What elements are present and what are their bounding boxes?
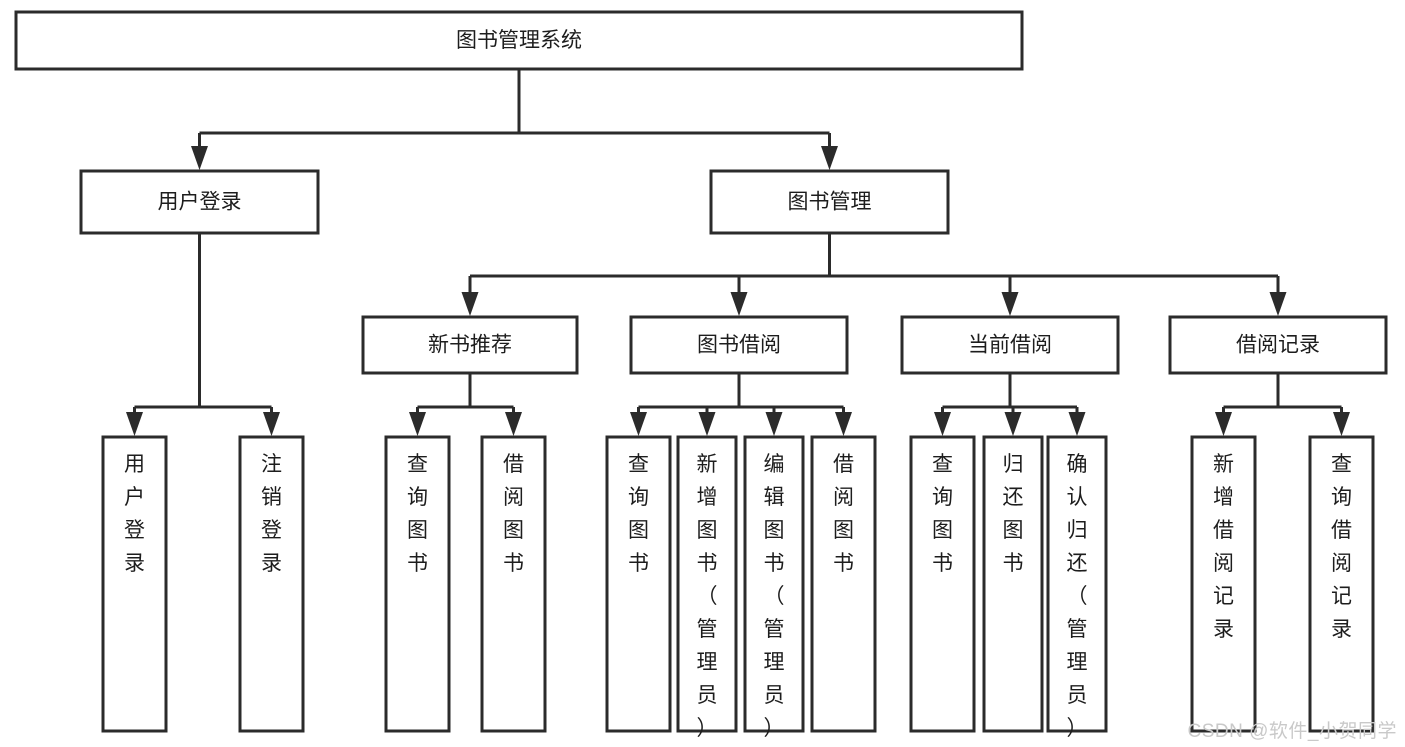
node-layer: 图书管理系统用户登录图书管理新书推荐图书借阅当前借阅借阅记录用户登录注销登录查询… [14, 10, 1388, 740]
node-box[interactable] [810, 435, 877, 733]
node-box[interactable] [982, 435, 1044, 733]
node-box[interactable] [900, 315, 1120, 375]
node-box[interactable] [676, 435, 738, 733]
node-box[interactable] [629, 315, 849, 375]
node-用户登录[interactable]: 用户登录 [79, 169, 320, 235]
arrow-head-查询图书 [934, 412, 951, 436]
node-查询图书[interactable]: 查询图书 [605, 435, 672, 733]
node-用户登录[interactable]: 用户登录 [101, 435, 168, 733]
arrow-head-查询图书 [409, 412, 426, 436]
node-label: 图书借阅 [697, 334, 781, 357]
arrow-head-当前借阅 [1001, 292, 1019, 316]
connector-group-用户登录 [126, 233, 280, 436]
node-label: 查询借阅记录 [1331, 453, 1352, 641]
node-box[interactable] [605, 435, 672, 733]
node-编辑图书管理员[interactable]: 编辑图书（管理员） [743, 435, 805, 740]
arrow-head-编辑图书管理员 [765, 412, 783, 436]
arrow-head-图书管理 [821, 146, 838, 170]
node-label: 借阅图书 [833, 453, 854, 575]
node-新书推荐[interactable]: 新书推荐 [361, 315, 579, 375]
node-label: 编辑图书（管理员） [764, 453, 785, 740]
node-label: 当前借阅 [968, 334, 1052, 357]
node-图书管理系统[interactable]: 图书管理系统 [14, 10, 1024, 71]
connector-group-图书管理系统 [191, 69, 838, 170]
node-label: 注销登录 [261, 453, 282, 575]
arrow-head-查询借阅记录 [1333, 412, 1350, 436]
node-借阅图书[interactable]: 借阅图书 [810, 435, 877, 733]
node-借阅记录[interactable]: 借阅记录 [1168, 315, 1388, 375]
node-box[interactable] [480, 435, 547, 733]
node-label: 归还图书 [1003, 453, 1024, 575]
node-label: 确认归还（管理员） [1067, 453, 1088, 740]
node-图书借阅[interactable]: 图书借阅 [629, 315, 849, 375]
arrow-head-用户登录 [191, 146, 208, 170]
node-label: 图书管理 [788, 191, 872, 214]
node-box[interactable] [1046, 435, 1108, 733]
node-box[interactable] [743, 435, 805, 733]
node-借阅图书[interactable]: 借阅图书 [480, 435, 547, 733]
node-label: 查询图书 [628, 453, 649, 575]
node-box[interactable] [709, 169, 950, 235]
node-box[interactable] [361, 315, 579, 375]
node-label: 用户登录 [124, 453, 145, 575]
arrow-head-确认归还管理员 [1068, 412, 1086, 436]
node-确认归还管理员[interactable]: 确认归还（管理员） [1046, 435, 1108, 740]
node-归还图书[interactable]: 归还图书 [982, 435, 1044, 733]
node-新增图书管理员[interactable]: 新增图书（管理员） [676, 435, 738, 740]
connector-group-借阅记录 [1215, 373, 1350, 436]
arrow-head-归还图书 [1004, 412, 1022, 436]
node-label: 查询图书 [932, 453, 953, 575]
node-label: 图书管理系统 [456, 29, 582, 52]
node-box[interactable] [384, 435, 451, 733]
connector-group-新书推荐 [409, 373, 522, 436]
node-label: 新增图书（管理员） [697, 453, 718, 740]
node-图书管理[interactable]: 图书管理 [709, 169, 950, 235]
arrow-head-借阅记录 [1269, 292, 1287, 316]
connector-group-当前借阅 [934, 373, 1086, 436]
arrow-head-新增图书管理员 [698, 412, 716, 436]
arrow-head-新增借阅记录 [1215, 412, 1232, 436]
node-label: 查询图书 [407, 453, 428, 575]
node-box[interactable] [14, 10, 1024, 71]
arrow-head-新书推荐 [461, 292, 479, 316]
node-box[interactable] [79, 169, 320, 235]
node-label: 用户登录 [158, 191, 242, 214]
connector-group-图书借阅 [630, 373, 852, 436]
arrow-head-注销登录 [263, 412, 280, 436]
arrow-head-借阅图书 [835, 412, 852, 436]
node-label: 借阅图书 [503, 453, 524, 575]
node-查询图书[interactable]: 查询图书 [909, 435, 976, 733]
node-box[interactable] [909, 435, 976, 733]
node-box[interactable] [1168, 315, 1388, 375]
arrow-head-查询图书 [630, 412, 647, 436]
node-label: 新书推荐 [428, 334, 512, 357]
node-box[interactable] [1308, 435, 1375, 733]
node-查询图书[interactable]: 查询图书 [384, 435, 451, 733]
connector-layer [126, 69, 1350, 436]
node-注销登录[interactable]: 注销登录 [238, 435, 305, 733]
node-box[interactable] [238, 435, 305, 733]
arrow-head-图书借阅 [730, 292, 748, 316]
node-查询借阅记录[interactable]: 查询借阅记录 [1308, 435, 1375, 733]
arrow-head-用户登录 [126, 412, 143, 436]
node-label: 新增借阅记录 [1213, 453, 1234, 641]
node-当前借阅[interactable]: 当前借阅 [900, 315, 1120, 375]
node-新增借阅记录[interactable]: 新增借阅记录 [1190, 435, 1257, 733]
node-label: 借阅记录 [1236, 334, 1320, 357]
connector-group-图书管理 [461, 233, 1287, 316]
node-box[interactable] [1190, 435, 1257, 733]
arrow-head-借阅图书 [505, 412, 522, 436]
node-box[interactable] [101, 435, 168, 733]
